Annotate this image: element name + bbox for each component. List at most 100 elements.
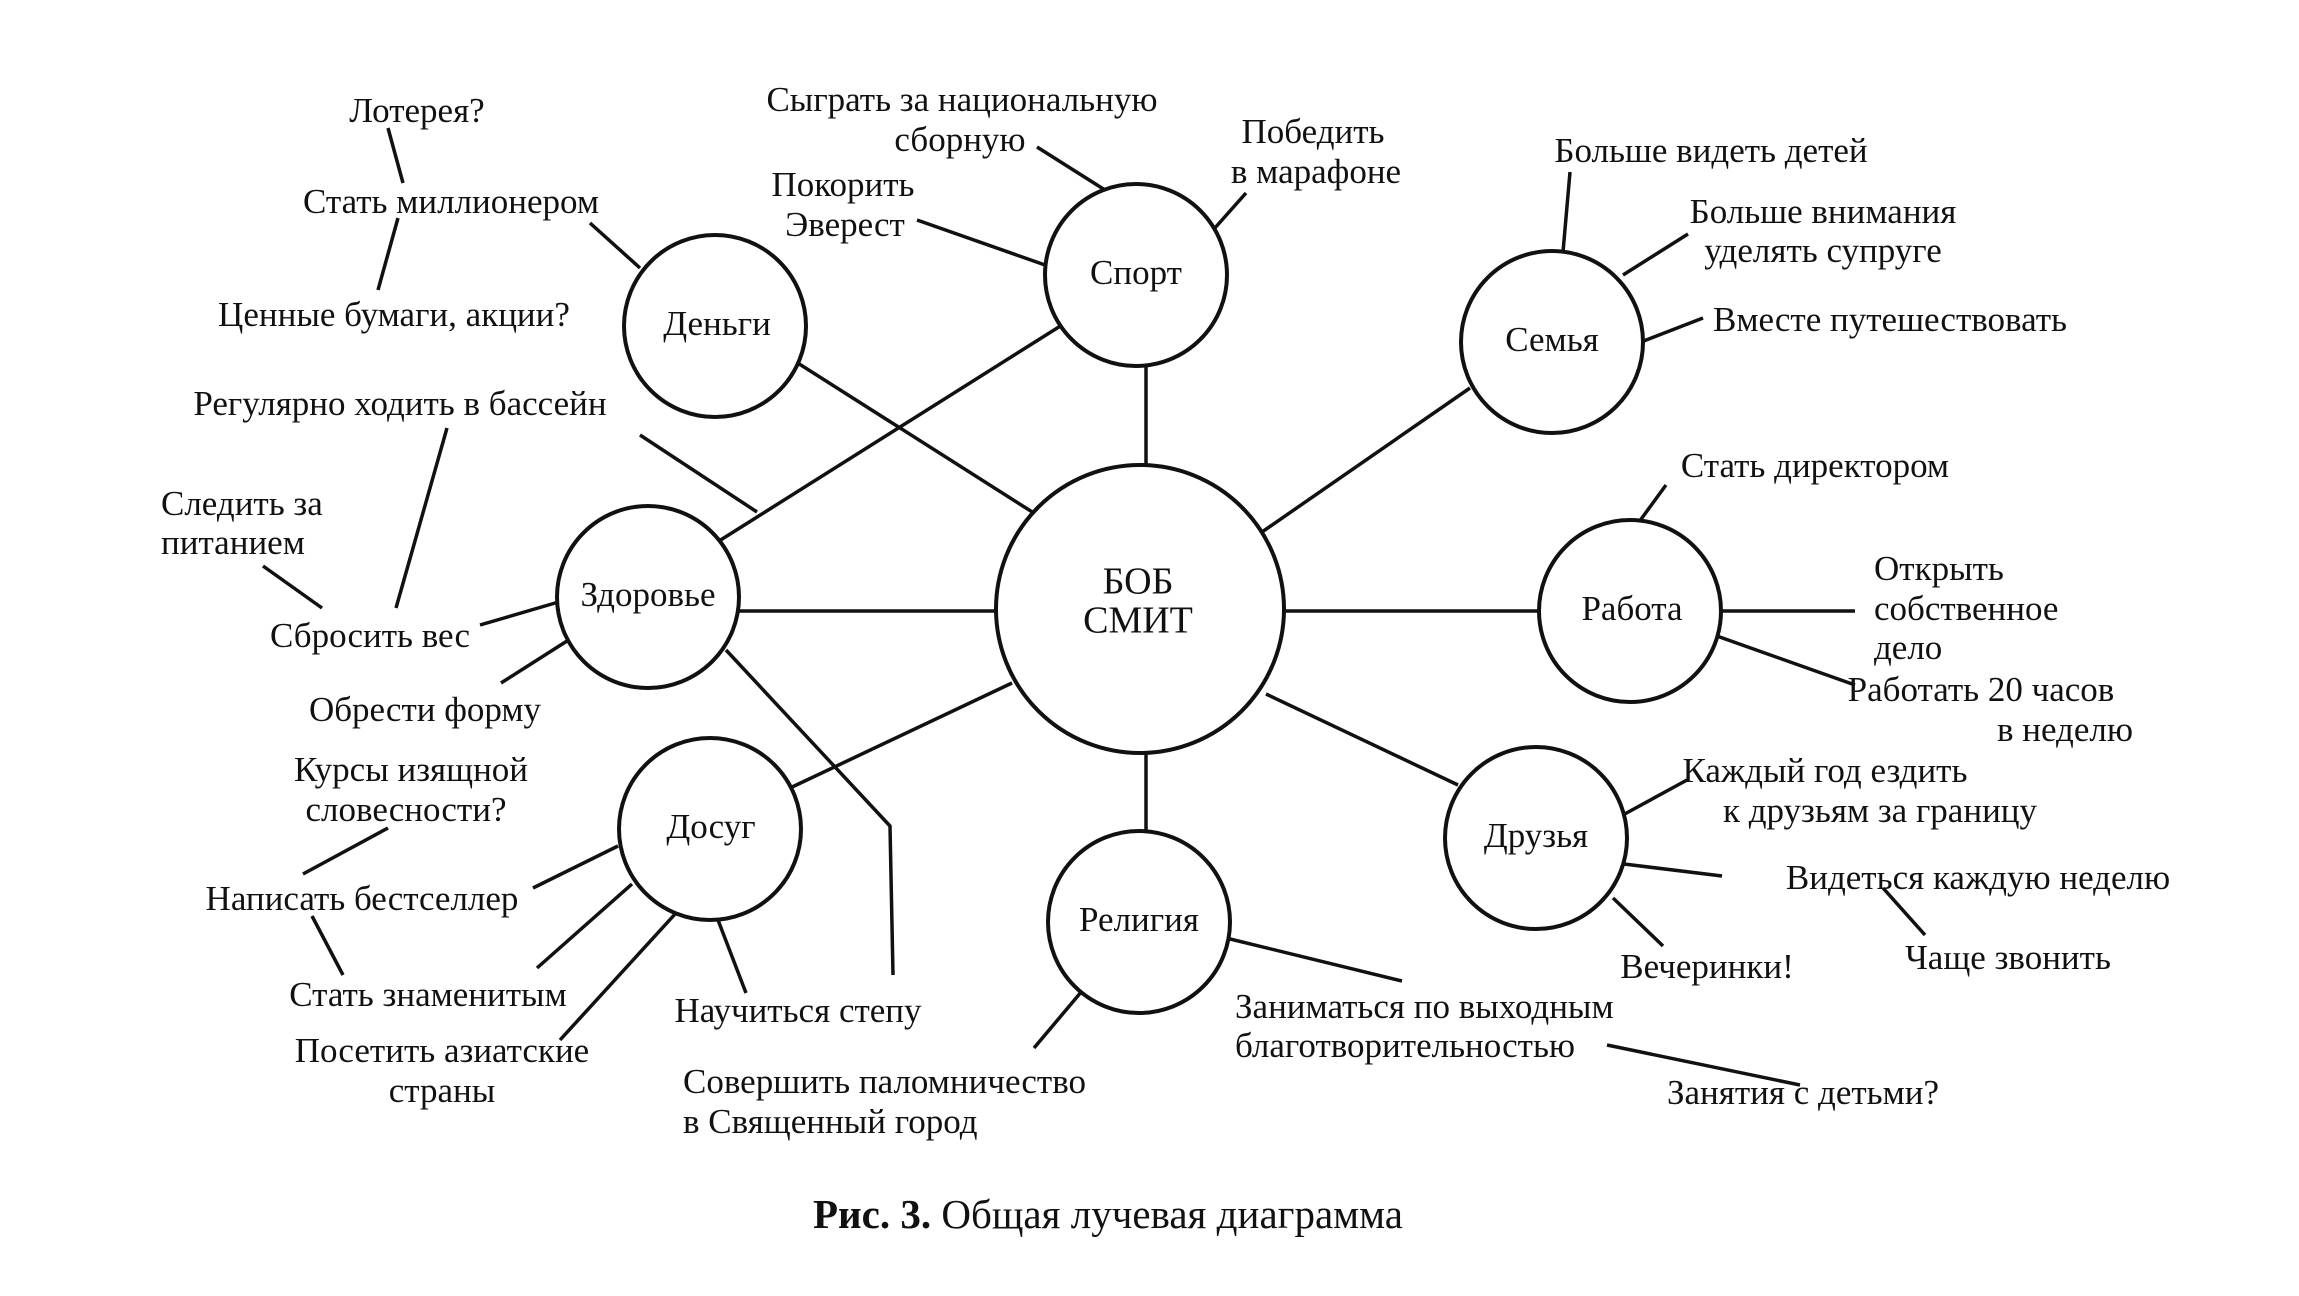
- leaf-literature-line2: словесности?: [306, 790, 507, 829]
- spoke-money: [792, 358, 1038, 517]
- leaf-charity-line1: Заниматься по выходным: [1235, 987, 1614, 1026]
- connector-millionaire-securities: [376, 217, 400, 291]
- leaf-national-line1: Сыграть за национальную: [766, 80, 1157, 119]
- leaf-abroad-line1: Каждый год ездить: [1683, 751, 1968, 790]
- leaf-lottery: Лотерея?: [349, 91, 484, 130]
- connector-health-tap: [724, 648, 895, 976]
- connector-family-travel: [1640, 316, 1704, 344]
- spoke-family: [1261, 386, 1471, 534]
- connector-friends-weekly: [1623, 862, 1723, 878]
- leaf-marathon-line2: в марафоне: [1231, 152, 1401, 191]
- connector-leisure-famous: [535, 882, 634, 970]
- connector-leisure-tap: [716, 919, 748, 994]
- leaf-connectors: [261, 127, 1927, 1087]
- connector-family-children: [1561, 171, 1572, 253]
- leaf-director: Стать директором: [1681, 446, 1949, 485]
- leaf-see-children: Больше видеть детей: [1554, 131, 1867, 170]
- connector-sport-marathon: [1212, 191, 1248, 231]
- leaf-parties: Вечеринки!: [1620, 947, 1794, 986]
- leaf-call-more: Чаще звонить: [1905, 938, 2111, 977]
- connector-health-loseweight: [479, 599, 563, 627]
- node-work-label: Работа: [1581, 589, 1683, 628]
- node-friends: Друзья: [1443, 745, 1629, 931]
- leaf-weekly: Видеться каждую неделю: [1786, 858, 2170, 897]
- leaf-labels: Лотерея? Стать миллионером Ценные бумаги…: [161, 80, 2170, 1141]
- connector-charity-kids: [1606, 1043, 1801, 1087]
- leaf-get-fit: Обрести форму: [309, 690, 542, 729]
- leaf-asia-line1: Посетить азиатские: [295, 1031, 589, 1070]
- leaf-nutrition-line2: питанием: [161, 523, 305, 562]
- caption-label: Рис. 3.: [813, 1191, 931, 1237]
- leaf-bestseller: Написать бестселлер: [206, 879, 519, 918]
- center-label-line2: СМИТ: [1083, 600, 1193, 642]
- connector-religion-charity: [1225, 936, 1403, 983]
- leaf-kids-activities: Занятия с детьми?: [1667, 1073, 1939, 1112]
- connector-lottery-millionaire: [386, 127, 405, 184]
- leaf-pilgrimage-line2: в Священный город: [683, 1102, 978, 1141]
- leaf-marathon-line1: Победить: [1242, 112, 1385, 151]
- leaf-spouse-line1: Больше внимания: [1690, 192, 1957, 231]
- center-label-line1: БОБ: [1103, 561, 1174, 603]
- node-money: Деньги: [622, 233, 808, 419]
- leaf-tap: Научиться степу: [674, 991, 922, 1030]
- node-leisure-label: Досуг: [666, 807, 755, 846]
- leaf-asia-line2: страны: [389, 1071, 496, 1110]
- node-money-label: Деньги: [663, 304, 771, 343]
- node-religion: Религия: [1046, 829, 1232, 1015]
- leaf-pool: Регулярно ходить в бассейн: [193, 384, 606, 423]
- connector-friends-parties: [1611, 896, 1665, 948]
- leaf-own-business-line1: Открыть: [1874, 549, 2004, 588]
- connector-leisure-bestseller: [532, 844, 619, 890]
- node-family-label: Семья: [1505, 320, 1599, 359]
- leaf-abroad-line2: к друзьям за границу: [1723, 791, 2038, 830]
- leaf-millionaire: Стать миллионером: [303, 182, 599, 221]
- node-religion-label: Религия: [1079, 900, 1199, 939]
- leaf-travel-together: Вместе путешествовать: [1713, 300, 2067, 339]
- connector-friends-abroad: [1620, 778, 1688, 818]
- leaf-literature-line1: Курсы изящной: [294, 750, 528, 789]
- leaf-everest-line2: Эверест: [785, 205, 905, 244]
- spokes: [737, 358, 1538, 830]
- connector-health-fit: [500, 639, 568, 685]
- connector-sport-everest: [916, 218, 1046, 267]
- connector-bestseller-famous: [310, 915, 345, 976]
- connector-pool-health: [639, 433, 758, 514]
- leaf-nutrition-line1: Следить за: [161, 484, 323, 523]
- node-health: Здоровье: [555, 504, 741, 690]
- leaf-pilgrimage-line1: Совершить паломничество: [683, 1062, 1086, 1101]
- node-friends-label: Друзья: [1484, 816, 1588, 855]
- caption-text: Общая лучевая диаграмма: [931, 1191, 1403, 1237]
- leaf-lose-weight: Сбросить вес: [270, 616, 470, 655]
- node-family: Семья: [1459, 249, 1645, 435]
- leaf-securities: Ценные бумаги, акции?: [218, 295, 570, 334]
- connector-pool-loseweight: [394, 427, 449, 609]
- spoke-leisure: [789, 681, 1013, 790]
- connector-nutrition-loseweight: [261, 564, 324, 610]
- figure-caption: Рис. 3. Общая лучевая диаграмма: [813, 1191, 1403, 1237]
- connector-money-millionaire: [588, 221, 642, 270]
- leaf-own-business-line2: собственное: [1874, 589, 2058, 628]
- central-node: БОБ СМИТ: [994, 463, 1286, 755]
- node-sport-label: Спорт: [1090, 253, 1182, 292]
- connector-literature-bestseller: [302, 826, 389, 876]
- connector-leisure-asia: [558, 911, 678, 1042]
- connector-sport-national: [1036, 145, 1106, 192]
- center-circle: [994, 463, 1286, 755]
- connector-sport-health: [718, 323, 1063, 543]
- node-health-label: Здоровье: [581, 575, 716, 614]
- spoke-friends: [1265, 692, 1459, 787]
- leaf-own-business-line3: дело: [1874, 628, 1942, 667]
- leaf-spouse-line2: уделять супруге: [1704, 231, 1941, 270]
- connector-religion-pilgrimage: [1032, 989, 1084, 1050]
- leaf-famous: Стать знаменитым: [289, 975, 566, 1014]
- leaf-charity-line2: благотворительностью: [1235, 1026, 1575, 1065]
- connector-work-director: [1637, 483, 1668, 524]
- leaf-everest-line1: Покорить: [772, 165, 915, 204]
- connector-family-spouse: [1622, 232, 1689, 277]
- leaf-national-line2: сборную: [894, 120, 1025, 159]
- node-sport: Спорт: [1043, 182, 1229, 368]
- leaf-work-hours-line2: в неделю: [1997, 710, 2133, 749]
- connector-weekly-call: [1881, 886, 1927, 937]
- leaf-work-hours-line1: Работать 20 часов: [1848, 670, 2115, 709]
